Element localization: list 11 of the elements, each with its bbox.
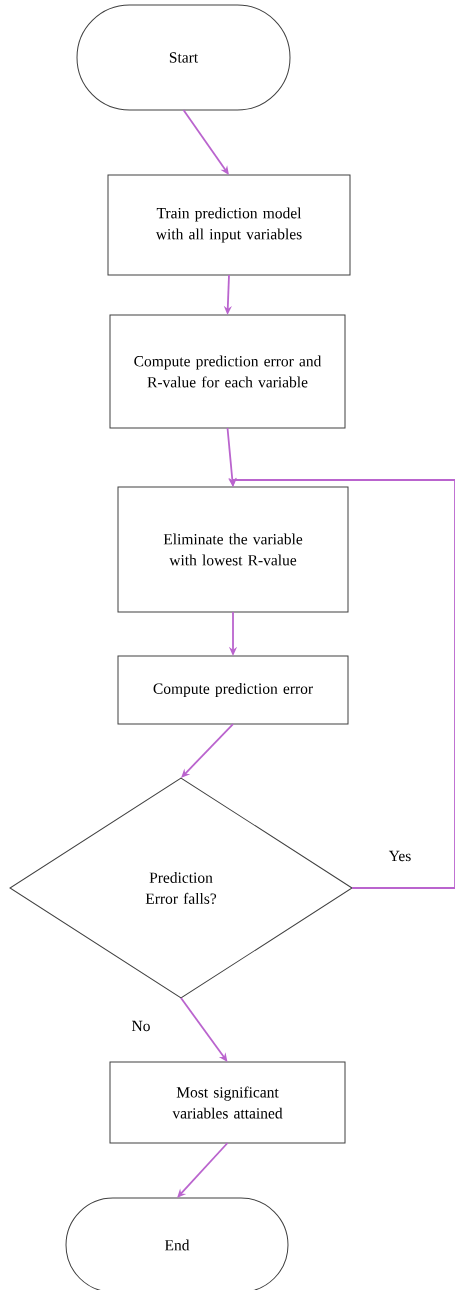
process-box: Compute prediction error xyxy=(117,655,349,725)
process-box: Train prediction model with all input variables xyxy=(107,174,351,276)
arrow xyxy=(182,109,229,175)
edge-label: No xyxy=(129,1018,153,1034)
process-box: Most significant variables attained xyxy=(109,1061,346,1144)
edge-label: Yes xyxy=(386,848,414,864)
process-box: Eliminate the variable with lowest R-value xyxy=(117,486,349,613)
arrow xyxy=(180,997,228,1062)
process-box: Compute prediction error and R-value for each variable xyxy=(109,314,346,429)
arrow xyxy=(181,723,234,778)
arrow xyxy=(177,1142,229,1198)
